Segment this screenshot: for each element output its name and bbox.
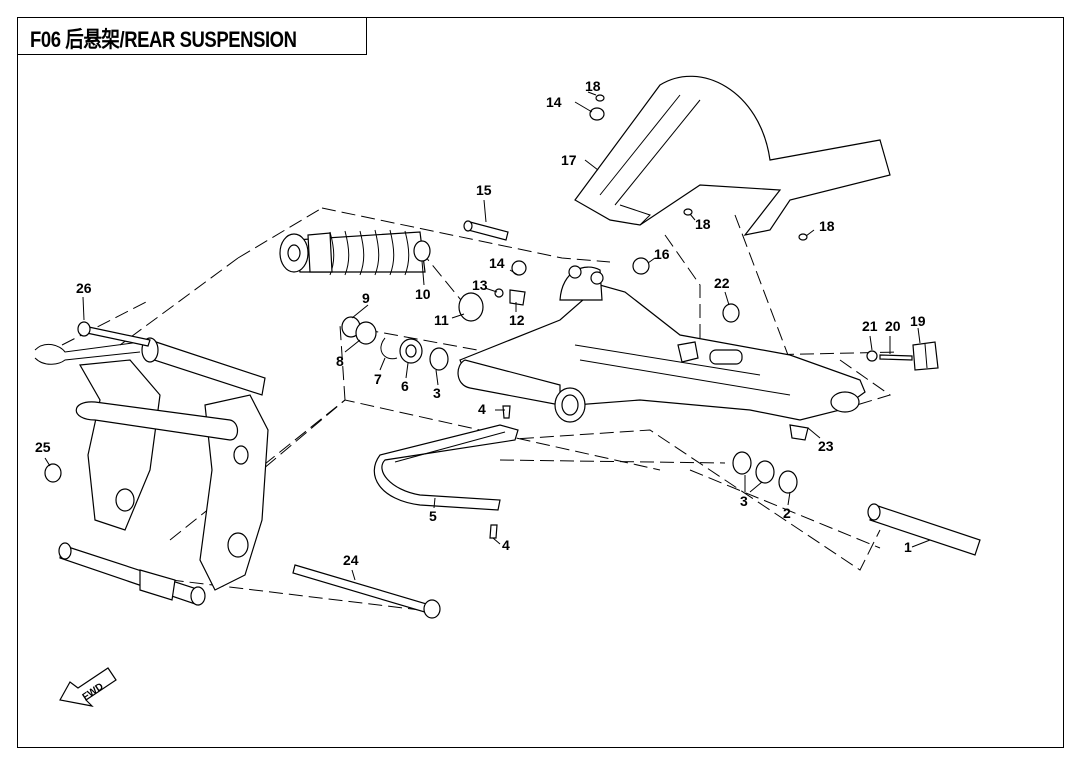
callout-3: 3	[740, 493, 748, 509]
title-box	[17, 17, 367, 55]
callout-22: 22	[714, 275, 730, 291]
callout-numbers: 1 2 3 3 4 4 5 6 7 8 9 10 11 12 13 14 14 …	[35, 78, 926, 568]
callout-12: 12	[509, 312, 525, 328]
callout-16: 16	[654, 246, 670, 262]
callout-8: 8	[336, 353, 344, 369]
fwd-arrow: FWD	[59, 667, 117, 707]
part-18-right	[798, 233, 808, 241]
callout-7: 7	[374, 371, 382, 387]
part-14-upper	[589, 107, 605, 121]
callout-4: 4	[478, 401, 486, 417]
part-1	[869, 504, 981, 556]
callout-18: 18	[819, 218, 835, 234]
part-4-upper	[502, 405, 511, 419]
callout-6: 6	[401, 378, 409, 394]
part-3-left	[429, 347, 449, 371]
part-20	[879, 354, 913, 361]
part-25	[44, 463, 62, 483]
rear-mudguard	[574, 75, 891, 236]
shock-absorber	[279, 229, 431, 276]
callout-17: 17	[561, 152, 577, 168]
callout-13: 13	[472, 277, 488, 293]
part-15	[467, 221, 509, 241]
callout-3: 3	[433, 385, 441, 401]
callout-14: 14	[546, 94, 562, 110]
callout-5: 5	[429, 508, 437, 524]
part-12	[509, 289, 526, 306]
part-18-upper	[595, 94, 605, 102]
page-title: F06 后悬架/REAR SUSPENSION	[30, 27, 297, 52]
callout-18: 18	[585, 78, 601, 94]
callout-24: 24	[343, 552, 359, 568]
part-3-right-b	[755, 460, 775, 484]
part-7	[380, 337, 398, 360]
part-18-mid	[683, 208, 693, 216]
part-11	[458, 292, 484, 322]
part-24	[292, 564, 431, 614]
frame-bracket	[34, 337, 269, 606]
part-14-lower	[511, 260, 527, 276]
callout-21: 21	[862, 318, 878, 334]
part-2	[778, 470, 798, 494]
callout-2: 2	[783, 505, 791, 521]
callout-9: 9	[362, 290, 370, 306]
part-13	[494, 288, 504, 298]
part-22	[722, 303, 740, 323]
callout-1: 1	[904, 539, 912, 555]
leader-lines	[44, 91, 931, 581]
callout-26: 26	[76, 280, 92, 296]
part-16	[632, 257, 650, 275]
part-26	[81, 325, 151, 347]
diagram-frame	[17, 17, 1064, 748]
part-4-lower	[489, 524, 498, 539]
callout-10: 10	[415, 286, 431, 302]
callout-11: 11	[434, 312, 449, 328]
callout-18: 18	[695, 216, 711, 232]
callout-19: 19	[910, 313, 926, 329]
assembly-guide-lines	[61, 207, 901, 611]
bolts-and-shafts	[77, 94, 981, 619]
chain-slider	[373, 424, 519, 511]
part-3-right	[732, 451, 752, 475]
callout-15: 15	[476, 182, 492, 198]
part-21	[866, 350, 878, 362]
swing-arm	[457, 265, 866, 441]
callout-4: 4	[502, 537, 510, 553]
callout-14: 14	[489, 255, 505, 271]
small-parts	[44, 107, 939, 494]
callout-20: 20	[885, 318, 901, 334]
callout-23: 23	[818, 438, 834, 454]
part-8	[355, 321, 377, 345]
callout-25: 25	[35, 439, 51, 455]
